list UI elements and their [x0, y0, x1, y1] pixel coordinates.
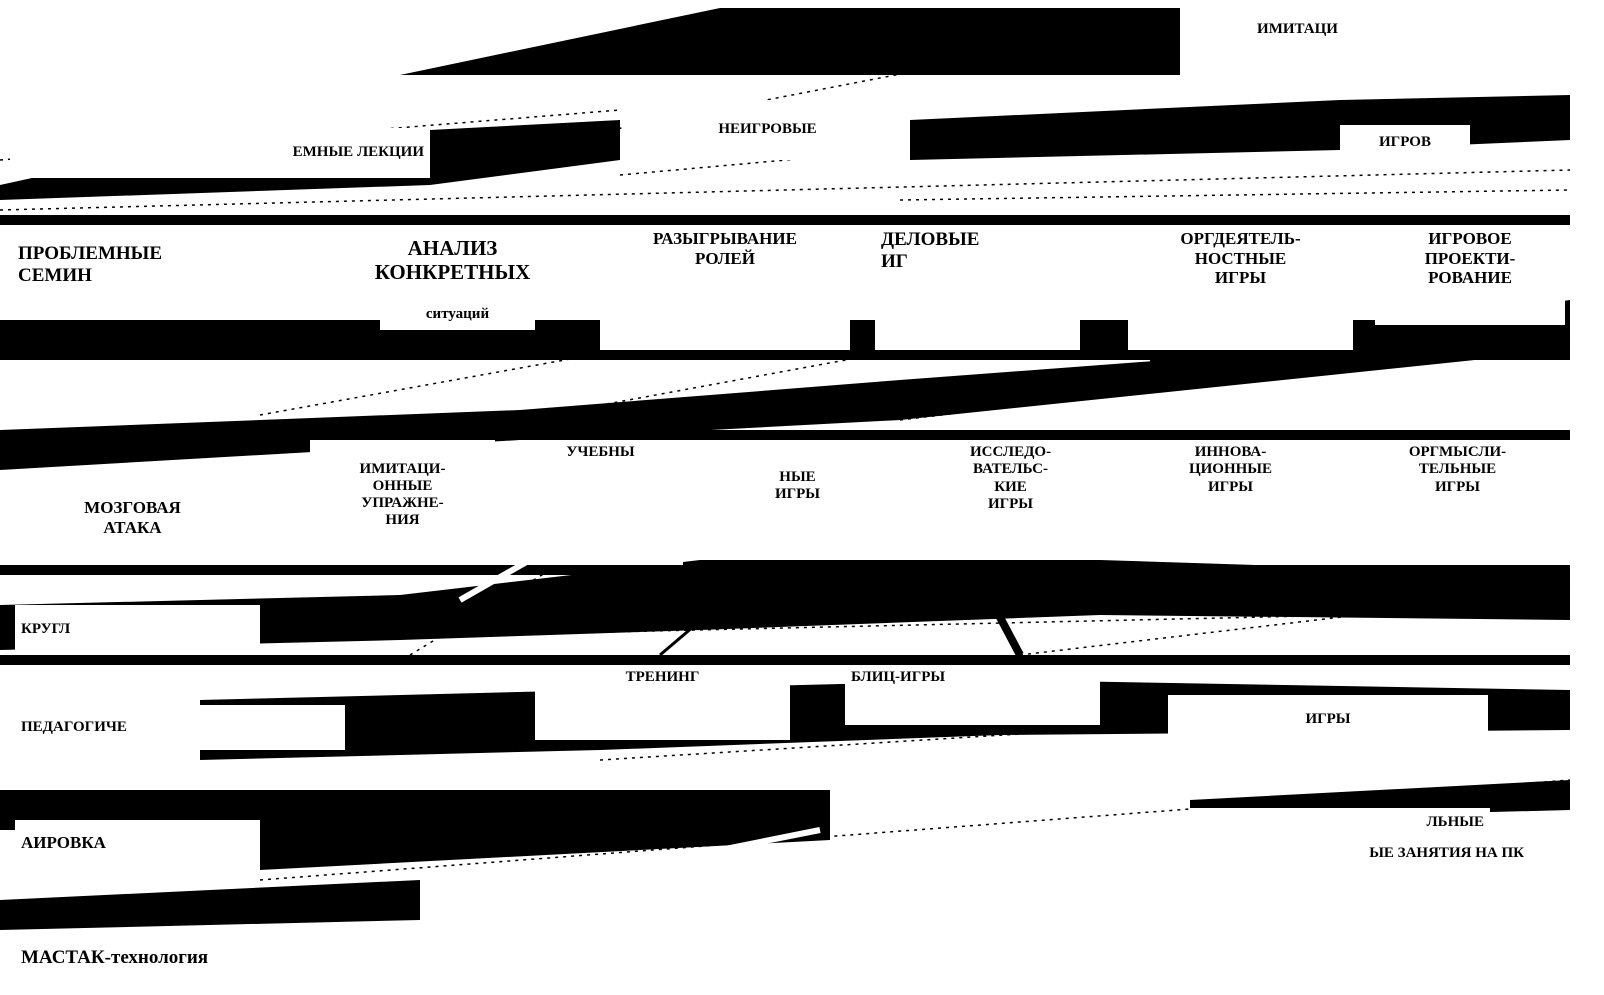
band-row2	[0, 215, 1570, 225]
box-business-games: ДЕЛОВЫЕ ИГ	[875, 225, 1080, 350]
box-research-games: ИССЛЕДО- ВАТЕЛЬС- КИЕ ИГРЫ	[918, 440, 1103, 560]
box-problem-seminars: ПРОБЛЕМНЫЕ СЕМИН	[12, 225, 267, 305]
box-brainstorm: МОЗГОВАЯ АТАКА	[10, 475, 255, 560]
box-problem-lectures: ЕМНЫЕ ЛЕКЦИИ	[10, 128, 430, 178]
box-educational-games: УЧЕБНЫ	[518, 440, 683, 565]
box-ne-games: НЫЕ ИГРЫ	[705, 465, 890, 560]
box-round-table: КРУГЛ	[15, 605, 260, 655]
band-row6	[0, 880, 420, 930]
band-row3	[0, 430, 1570, 440]
box-imitation: ИМИТАЦИ	[1190, 10, 1405, 50]
box-analysis-subtitle: ситуаций	[380, 300, 535, 330]
band-top	[400, 8, 1180, 75]
box-role-play: РАЗЫГРЫВАНИЕ РОЛЕЙ	[600, 225, 850, 350]
box-blitz-games: БЛИЦ-ИГРЫ	[845, 665, 1100, 725]
band-row5-left	[260, 800, 830, 870]
box-pc-top: ЛЬНЫЕ	[1190, 808, 1490, 838]
band-row4	[0, 655, 1570, 665]
band-row4-top	[0, 560, 1570, 650]
box-pedagogical: ПЕДАГОГИЧЕ	[15, 705, 345, 750]
box-innovation-games: ИННОВА- ЦИОННЫЕ ИГРЫ	[1128, 440, 1333, 560]
box-game-design: ИГРОВОЕ ПРОЕКТИ- РОВАНИЕ	[1375, 225, 1565, 325]
box-training: ТРЕНИНГ	[535, 665, 790, 740]
box-neigrovye: НЕИГРОВЫЕ	[625, 100, 910, 160]
box-pc-classes: ЫЕ ЗАНЯТИЯ НА ПК	[1190, 838, 1530, 870]
box-games-right: ИГРЫ	[1168, 695, 1488, 745]
band-top-right	[910, 95, 1570, 160]
box-imitation-exercises: ИМИТАЦИ- ОННЫЕ УПРАЖНЕ- НИЯ	[310, 440, 495, 550]
box-org-activity-games: ОРГДЕЯТЕЛЬ- НОСТНЫЕ ИГРЫ	[1128, 225, 1353, 350]
box-staging: АИРОВКА	[15, 820, 260, 865]
box-igrovye: ИГРОВ	[1340, 125, 1470, 160]
box-mastak: МАСТАК-технология	[15, 935, 415, 980]
box-orgthinking-games: ОРГМЫСЛИ- ТЕЛЬНЫЕ ИГРЫ	[1355, 440, 1560, 560]
box-analysis-title: АНАЛИЗ КОНКРЕТНЫХ	[330, 225, 575, 295]
